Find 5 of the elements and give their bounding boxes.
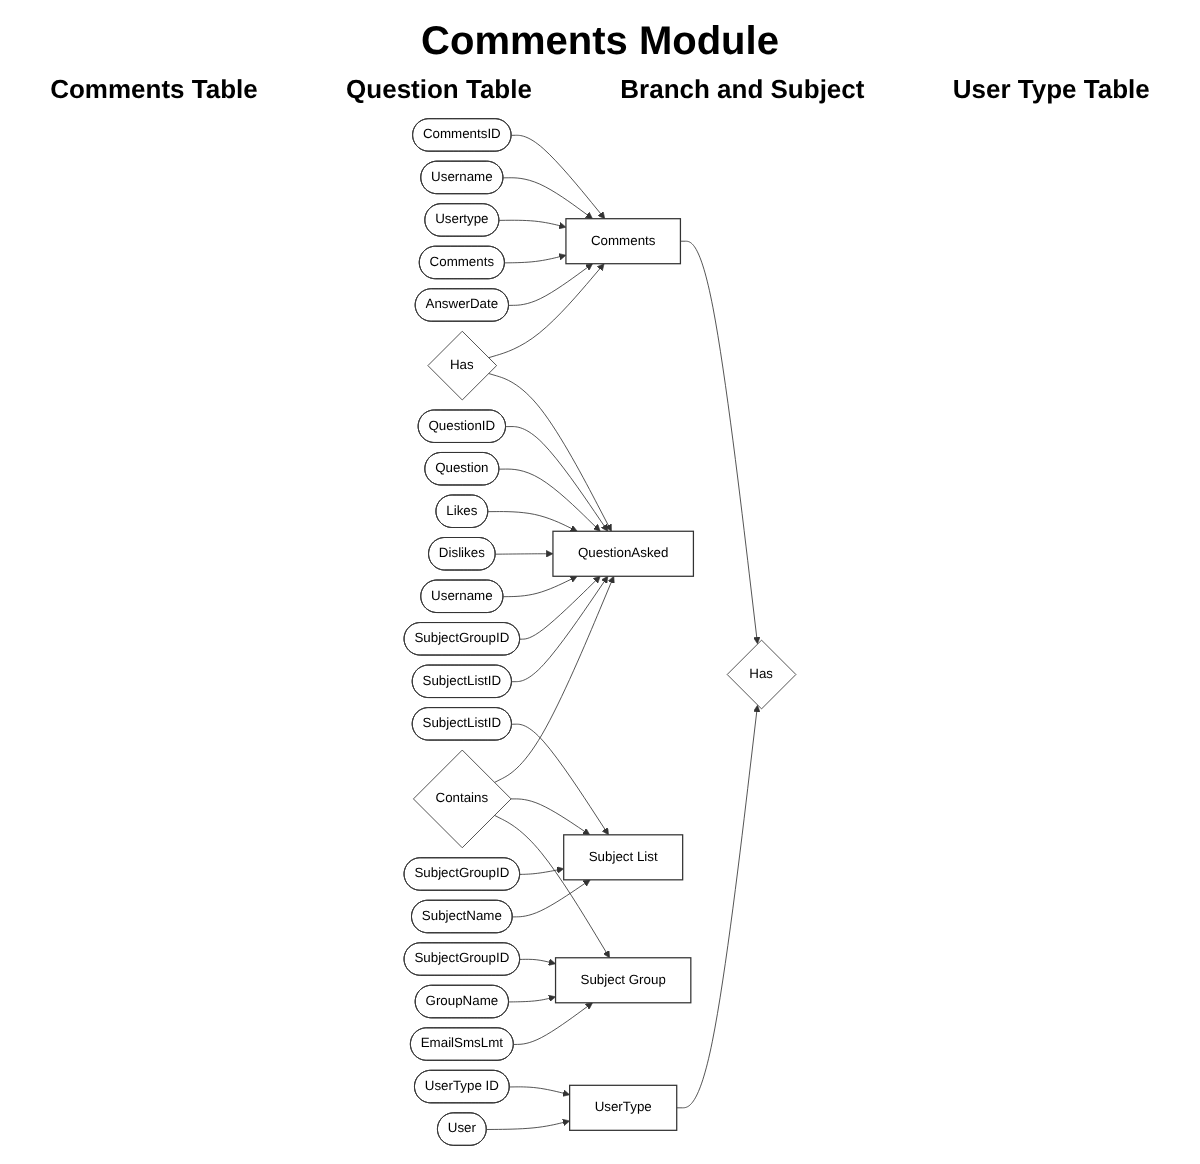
- diagram-title: Comments Module: [419, 20, 781, 66]
- section-heading: Comments Table: [50, 74, 258, 104]
- section-heading: User Type Table: [952, 74, 1150, 104]
- section-heading: Question Table: [346, 74, 532, 104]
- section-heading: Branch and Subject: [620, 74, 865, 104]
